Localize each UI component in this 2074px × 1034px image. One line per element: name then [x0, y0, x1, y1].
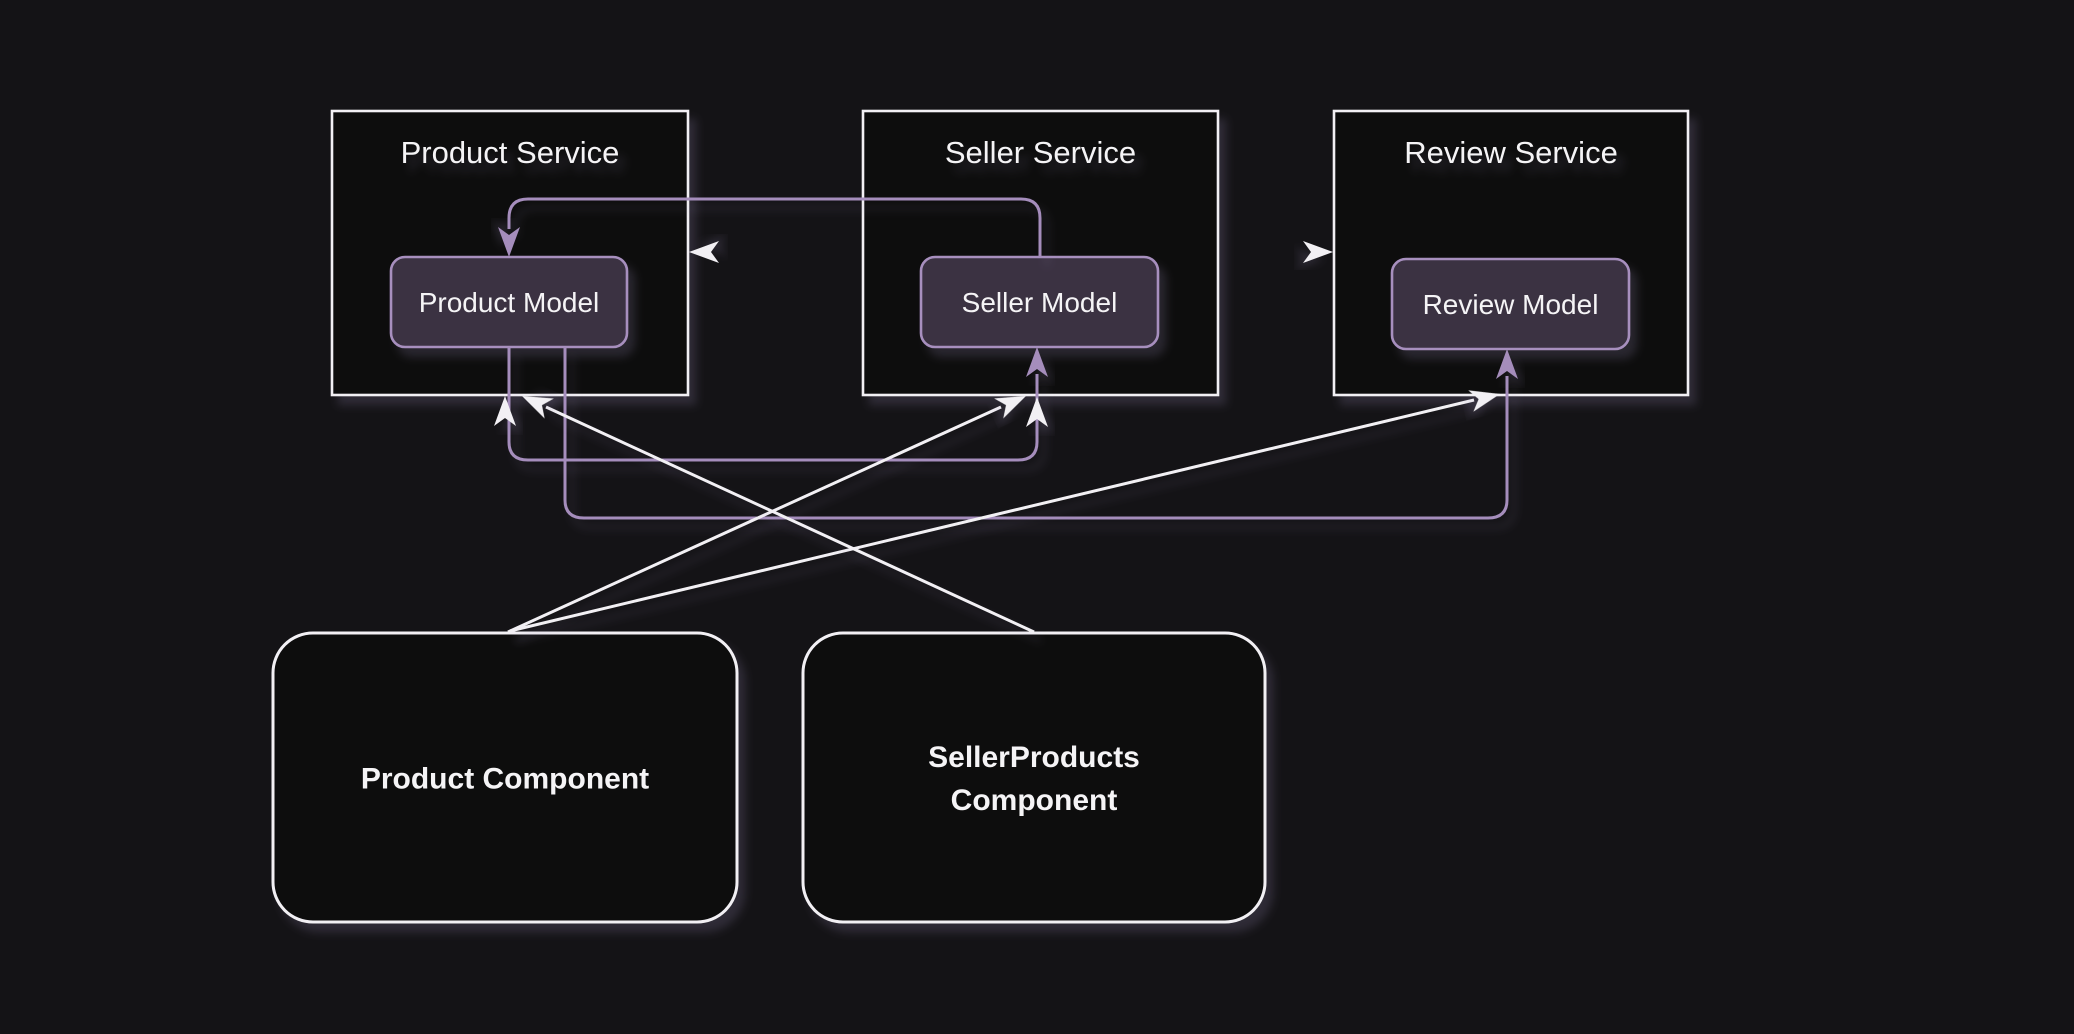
arrowhead-product_model-to-review_model: [1496, 349, 1518, 379]
edge-line-sellerproducts_component-to-product_service: [545, 405, 1035, 634]
edge-sellerproducts_component-to-product_service: [522, 396, 1035, 634]
edge-product_component-to-seller_service: [507, 396, 1026, 634]
edge-sellerproducts_component-to-seller_service: [1026, 397, 1048, 633]
service-title-product_service: Product Service: [401, 135, 620, 170]
arrowhead-sellerproducts_component-to-product_service: [522, 396, 554, 419]
arrowhead-seller_service-to-review_service: [1303, 241, 1333, 263]
component-label-sellerproducts_component-line1: SellerProducts: [928, 741, 1140, 774]
edge-line-product_component-to-seller_service: [507, 405, 1002, 634]
arrowhead-product_component-to-seller_service: [994, 396, 1026, 419]
service-title-seller_service: Seller Service: [945, 135, 1136, 170]
component-label-sellerproducts_component-line2: Component: [951, 784, 1118, 817]
component-node-product_component: Product Component: [271, 631, 739, 924]
arrowhead-product_model-to-seller_model: [1026, 347, 1048, 377]
arrowhead-product_component-to-review_service: [1468, 390, 1500, 412]
model-label-seller_model: Seller Model: [962, 287, 1118, 318]
arrowhead-sellerproducts_component-to-seller_service: [1026, 397, 1048, 427]
arrowhead-product_component-to-product_service: [494, 396, 516, 426]
arrowhead-seller_service-to-product_service: [689, 241, 719, 263]
model-box-review_model: [1390, 257, 1631, 351]
edge-seller_service-to-product_service: [689, 241, 863, 263]
model-label-review_model: Review Model: [1423, 289, 1599, 320]
edge-product_component-to-review_service: [509, 390, 1500, 633]
service-title-review_service: Review Service: [1404, 135, 1618, 170]
edge-line-seller_model-to-product_model: [507, 197, 1042, 257]
edge-seller_service-to-review_service: [1218, 241, 1333, 263]
edge-line-product_component-to-review_service: [509, 398, 1475, 633]
edge-product_component-to-product_service: [494, 396, 516, 633]
edge-seller_model-to-product_model: [498, 197, 1042, 257]
model-label-product_model: Product Model: [419, 287, 600, 318]
component-label-product_component-line1: Product Component: [361, 763, 649, 796]
component-box-sellerproducts_component: [801, 631, 1267, 924]
arrowhead-seller_model-to-product_model: [498, 227, 520, 257]
